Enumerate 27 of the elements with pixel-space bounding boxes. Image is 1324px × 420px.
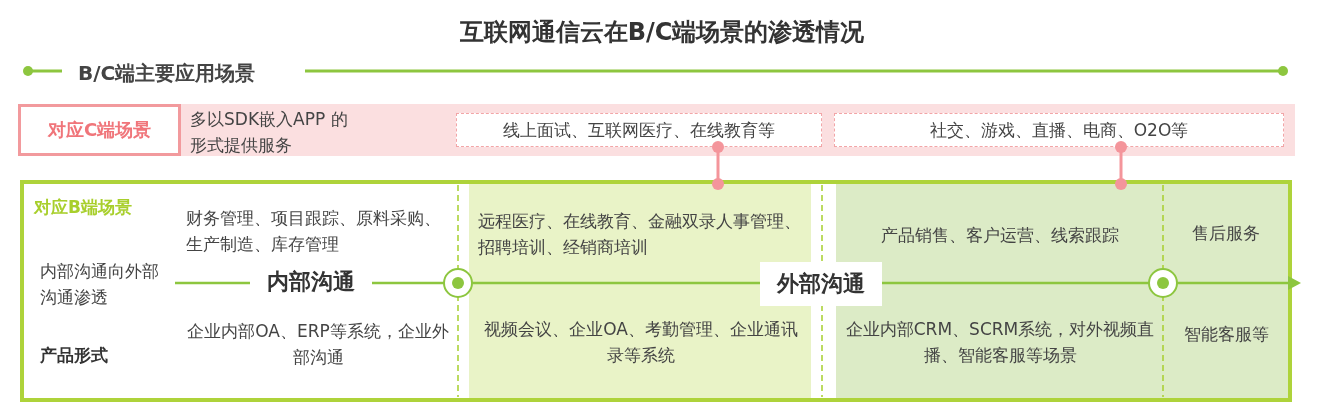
scenario-text: 智能客服等	[1182, 323, 1270, 346]
scenario-text: 内部沟通向外部沟通渗透	[40, 260, 160, 309]
row-heading: 产品形式	[40, 344, 109, 367]
scenario-text: 产品销售、客户运营、线索跟踪	[880, 224, 1120, 247]
connector-line	[712, 141, 724, 190]
scenario-text: 财务管理、项目跟踪、原料采购、生产制造、库存管理	[186, 207, 442, 256]
scene-band	[18, 104, 1295, 156]
stage-panel	[1164, 184, 1288, 398]
connector-line	[1115, 141, 1127, 190]
scenario-box	[834, 113, 1284, 147]
category-box	[18, 104, 181, 156]
scenario-text: 企业内部OA、ERP等系统，企业外部沟通	[186, 320, 450, 369]
category-label: 对应B端场景	[34, 196, 133, 219]
diagram-title: 互联网通信云在B/C端场景的渗透情况	[459, 18, 865, 46]
scenario-box	[456, 113, 822, 147]
scene-frame	[20, 180, 1292, 402]
scenario-text: 视频会议、企业OA、考勤管理、企业通讯录等系统	[483, 318, 799, 367]
scenario-text: 企业内部CRM、SCRM系统，对外视频直播、智能客服等场景	[844, 318, 1156, 367]
phase-label: 内部沟通	[266, 268, 356, 296]
scenario-text: 远程医疗、在线教育、金融双录人事管理、招聘培训、经销商培训	[478, 210, 802, 259]
category-label: 对应C端场景	[46, 118, 153, 142]
scenario-text: 线上面试、互联网医疗、在线教育等	[502, 119, 776, 142]
scenario-text: 多以SDK嵌入APP 的形式提供服务	[190, 108, 349, 157]
scenario-text: 社交、游戏、直播、电商、O2O等	[928, 119, 1190, 142]
phase-label: 外部沟通	[760, 262, 882, 306]
scenario-text: 售后服务	[1191, 222, 1261, 245]
section-heading: B/C端主要应用场景	[78, 60, 257, 87]
